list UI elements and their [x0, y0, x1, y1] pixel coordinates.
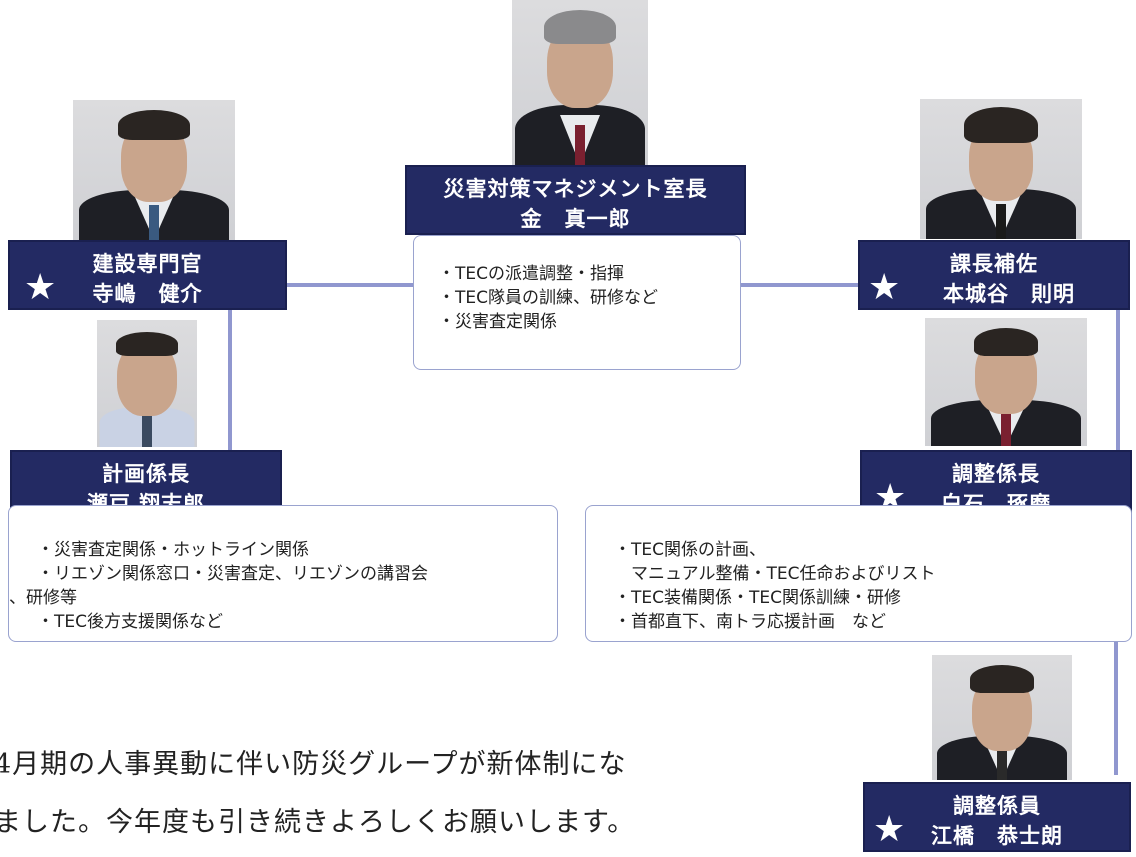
right-top-title: 課長補佐: [950, 252, 1038, 276]
right-bottom-name: 江橋 恭士朗: [931, 824, 1063, 848]
right-top-star-icon: ★: [868, 267, 901, 308]
chief-name: 金 真一郎: [520, 207, 631, 231]
chief-duty-2: ・TEC隊員の訓練、研修など: [438, 288, 658, 308]
connector-left-chief: [285, 283, 415, 287]
left-bottom-duties-box: ・災害査定関係・ホットライン関係 ・リエゾン関係窓口・災害査定、リエゾンの講習会…: [8, 505, 558, 642]
chief-name-box: 災害対策マネジメント室長 金 真一郎: [405, 165, 746, 235]
right-bottom-star-icon: ★: [873, 809, 906, 850]
left-bottom-duty-1: ・災害査定関係・ホットライン関係: [37, 540, 309, 560]
left-top-star-icon: ★: [24, 267, 57, 308]
left-top-photo: [73, 100, 235, 240]
right-mid-duty-1: ・TEC関係の計画、: [614, 540, 766, 560]
chief-duty-3: ・災害査定関係: [438, 312, 557, 332]
left-top-name: 寺嶋 健介: [92, 282, 203, 306]
right-top-name-box: 課長補佐 ★ 本城谷 則明: [858, 240, 1130, 310]
right-mid-photo: [925, 318, 1087, 446]
chief-title: 災害対策マネジメント室長: [443, 177, 708, 201]
left-bottom-duty-3: 、研修等: [9, 588, 77, 608]
left-bottom-title: 計画係長: [102, 462, 190, 486]
chief-duty-1: ・TECの派遣調整・指揮: [438, 264, 624, 284]
right-bottom-name-box: 調整係員 ★ 江橋 恭士朗: [863, 782, 1131, 852]
right-mid-duty-2: マニュアル整備・TEC任命およびリスト: [614, 564, 936, 584]
right-top-name: 本城谷 則明: [943, 282, 1075, 306]
left-bottom-duty-4: ・TEC後方支援関係など: [37, 612, 223, 632]
right-mid-duty-3: ・TEC装備関係・TEC関係訓練・研修: [614, 588, 901, 608]
connector-left-vertical: [228, 310, 232, 458]
right-bottom-title: 調整係員: [953, 794, 1041, 818]
right-mid-duty-4: ・首都直下、南トラ応援計画 など: [614, 612, 886, 632]
right-mid-title: 調整係長: [952, 462, 1040, 486]
right-bottom-photo: [932, 655, 1072, 780]
right-top-photo: [920, 99, 1082, 239]
left-top-name-box: 建設専門官 ★ 寺嶋 健介: [8, 240, 287, 310]
right-mid-duties-box: ・TEC関係の計画、 マニュアル整備・TEC任命およびリスト ・TEC装備関係・…: [585, 505, 1132, 642]
left-top-title: 建設専門官: [92, 252, 203, 276]
chief-duties-box: ・TECの派遣調整・指揮 ・TEC隊員の訓練、研修など ・災害査定関係: [413, 235, 741, 370]
footer-line-1: 4月期の人事異動に伴い防災グループが新体制にな: [0, 749, 627, 780]
left-bottom-duty-2: ・リエゾン関係窓口・災害査定、リエゾンの講習会: [37, 564, 428, 584]
connector-right-vertical-bottom: [1114, 640, 1118, 775]
footer-line-2: ました。今年度も引き続きよろしくお願いします。: [0, 807, 636, 838]
connector-right-vertical-top: [1116, 305, 1120, 460]
connector-chief-right: [738, 283, 863, 287]
chief-photo: [512, 0, 648, 165]
left-bottom-photo: [97, 320, 197, 447]
